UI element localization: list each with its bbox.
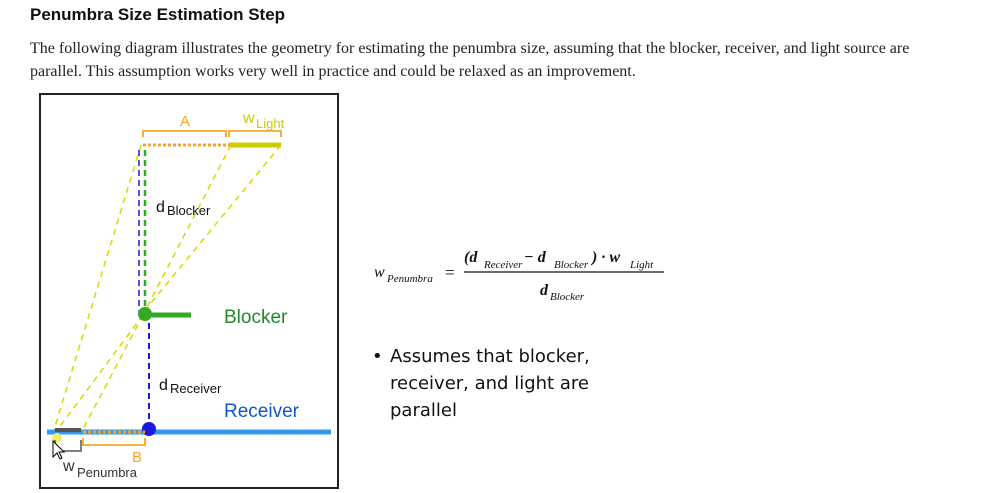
brace-a [142,130,227,137]
formula-den-main: d [540,282,549,299]
bullet-dot: • [372,346,383,367]
receiver-point [142,422,156,436]
label-b: B [132,449,142,466]
formula-num-close: ) · w [590,249,620,266]
light-ray-lower-b [54,314,144,434]
light-ray-left-outer [52,144,142,434]
label-d-blocker-sub: Blocker [167,203,211,218]
formula-num-open: (d [464,249,478,266]
label-w-penumbra-sub: Penumbra [77,465,138,480]
light-ray-mid [142,144,232,316]
formula-num-sub-receiver: Receiver [483,259,523,271]
formula-equals: = [445,263,455,282]
label-d-receiver-main: d [159,377,168,394]
penumbra-formula: w Penumbra = (d Receiver − d Blocker ) ·… [372,240,672,310]
penumbra-geometry-diagram: A w Light d Blocker Blocker d Receiver R… [39,93,339,489]
diagram-svg: A w Light d Blocker Blocker d Receiver R… [47,110,331,480]
label-d-receiver-sub: Receiver [170,381,222,396]
assumption-line-2: receiver, and light are [390,373,589,394]
intro-paragraph: The following diagram illustrates the ge… [30,40,910,80]
light-ray-right-inner [140,144,282,316]
brace-w-light [228,130,282,137]
assumption-line-3: parallel [390,400,457,421]
label-w-penumbra-main: w [62,458,75,475]
light-ray-lower-a [80,314,144,434]
formula-lhs-main: w [374,264,385,281]
assumption-list: • Assumes that blocker, receiver, and li… [372,343,672,424]
formula-svg: w Penumbra = (d Receiver − d Blocker ) ·… [374,249,664,303]
formula-num-sub-blocker: Blocker [554,259,589,271]
formula-lhs-sub: Penumbra [386,273,433,285]
formula-den-sub: Blocker [550,291,585,303]
label-a: A [180,113,190,130]
label-w-light-main: w [242,110,255,127]
mouse-cursor-icon [52,439,66,460]
brace-b [82,438,146,446]
formula-num-sub-light: Light [629,259,654,271]
blocker-point [138,307,152,321]
assumption-line-1: Assumes that blocker, [390,346,590,367]
page-heading: Penumbra Size Estimation Step [30,5,286,24]
label-w-light-sub: Light [256,116,285,131]
label-receiver: Receiver [224,401,300,422]
assumption-list-item: • Assumes that blocker, receiver, and li… [372,343,672,424]
label-d-blocker-main: d [156,199,165,216]
formula-num-minus: − d [524,249,547,266]
label-blocker: Blocker [224,307,288,328]
